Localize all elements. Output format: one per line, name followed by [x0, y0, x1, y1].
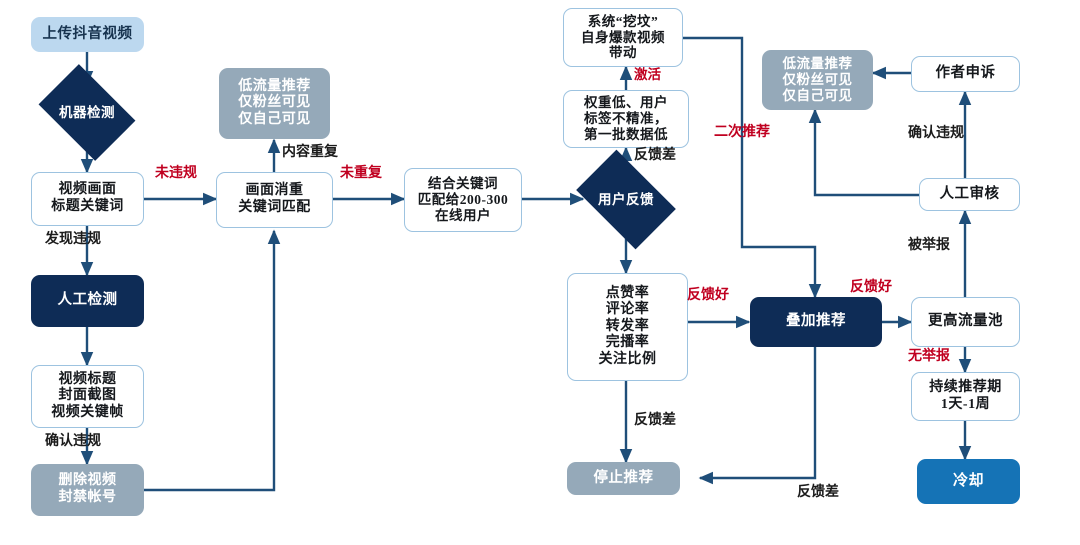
node-dedupe-keyword-match-label: 画面消重关键词匹配	[238, 183, 311, 215]
node-author-appeal-label: 作者申诉	[935, 65, 996, 82]
node-machine-detect-label: 机器检测	[59, 104, 115, 120]
node-engagement-metrics[interactable]: 点赞率评论率转发率完播率关注比例	[567, 273, 688, 381]
node-low-weight-label: 权重低、用户标签不精准，第一批数据低	[584, 95, 668, 142]
edge-label-second-recommend: 二次推荐	[714, 125, 770, 140]
node-dedupe-keyword-match[interactable]: 画面消重关键词匹配	[216, 172, 333, 228]
node-manual-review-label: 人工审核	[939, 185, 1000, 202]
edge-label-confirm-violation-right: 确认违规	[908, 126, 964, 141]
edge-deleteban-to-dedupe	[144, 229, 281, 492]
node-frame-keyword[interactable]: 视频画面标题关键词	[31, 172, 144, 226]
edge-boostrec-to-stoprec	[698, 347, 817, 485]
node-system-dig[interactable]: 系统“挖坟”自身爆款视频带动	[563, 8, 683, 67]
node-system-dig-label: 系统“挖坟”自身爆款视频带动	[581, 13, 665, 61]
node-boost-recommend[interactable]: 叠加推荐	[750, 297, 882, 347]
node-upload-label: 上传抖音视频	[42, 25, 133, 42]
node-low-weight[interactable]: 权重低、用户标签不精准，第一批数据低	[563, 90, 689, 148]
node-manual-review[interactable]: 人工审核	[919, 178, 1020, 211]
node-manual-detect-label: 人工检测	[57, 292, 118, 309]
edge-label-found-violation: 发现违规	[45, 232, 101, 247]
node-engagement-metrics-label: 点赞率评论率转发率完播率关注比例	[598, 285, 657, 367]
node-frame-keyword-label: 视频画面标题关键词	[51, 182, 124, 214]
edge-label-bad-feedback-2: 反馈差	[634, 413, 676, 428]
edge-manualreview-to-lowflowright	[808, 108, 919, 197]
edge-label-good-feedback-2: 反馈好	[850, 280, 892, 295]
edge-label-activate: 激活	[634, 67, 661, 82]
node-higher-traffic-pool-label: 更高流量池	[928, 313, 1003, 330]
node-cooldown-label: 冷却	[952, 472, 984, 489]
node-higher-traffic-pool[interactable]: 更高流量池	[911, 297, 1020, 347]
node-delete-ban[interactable]: 删除视频封禁帐号	[31, 464, 144, 516]
node-boost-recommend-label: 叠加推荐	[786, 313, 846, 330]
edge-label-good-feedback-1: 反馈好	[687, 288, 729, 303]
node-author-appeal[interactable]: 作者申诉	[911, 56, 1020, 92]
edge-label-not-violating: 未违规	[155, 166, 197, 181]
node-delete-ban-label: 删除视频封禁帐号	[58, 473, 117, 505]
edge-label-no-report: 无举报	[908, 349, 950, 364]
node-low-flow-right-label: 低流量推荐仅粉丝可见仅自己可见	[782, 56, 853, 103]
edge-label-confirm-violation-left: 确认违规	[45, 434, 101, 449]
node-low-flow-right[interactable]: 低流量推荐仅粉丝可见仅自己可见	[762, 50, 873, 110]
node-upload[interactable]: 上传抖音视频	[31, 17, 144, 52]
edge-label-bad-feedback-1: 反馈差	[634, 148, 676, 163]
node-manual-detect[interactable]: 人工检测	[31, 275, 144, 327]
edge-diggrave-to-boostrec	[683, 36, 822, 299]
node-user-feedback-label: 用户反馈	[598, 191, 654, 207]
edge-label-reported: 被举报	[908, 238, 950, 253]
edge-label-not-duplicate: 未重复	[340, 166, 382, 181]
node-title-cover-frame-label: 视频标题封面截图视频关键帧	[51, 371, 124, 420]
node-stop-recommend-label: 停止推荐	[593, 469, 654, 486]
edge-label-content-duplicate: 内容重复	[282, 145, 338, 160]
node-machine-detect[interactable]: 机器检测	[38, 64, 136, 161]
node-low-flow-left[interactable]: 低流量推荐仅粉丝可见仅自己可见	[219, 68, 330, 139]
edge-label-bad-feedback-3: 反馈差	[797, 485, 839, 500]
node-stop-recommend[interactable]: 停止推荐	[567, 462, 680, 495]
node-title-cover-frame[interactable]: 视频标题封面截图视频关键帧	[31, 365, 144, 428]
node-user-feedback[interactable]: 用户反馈	[576, 149, 676, 250]
node-low-flow-left-label: 低流量推荐仅粉丝可见仅自己可见	[238, 78, 311, 127]
node-cooldown[interactable]: 冷却	[917, 459, 1020, 504]
